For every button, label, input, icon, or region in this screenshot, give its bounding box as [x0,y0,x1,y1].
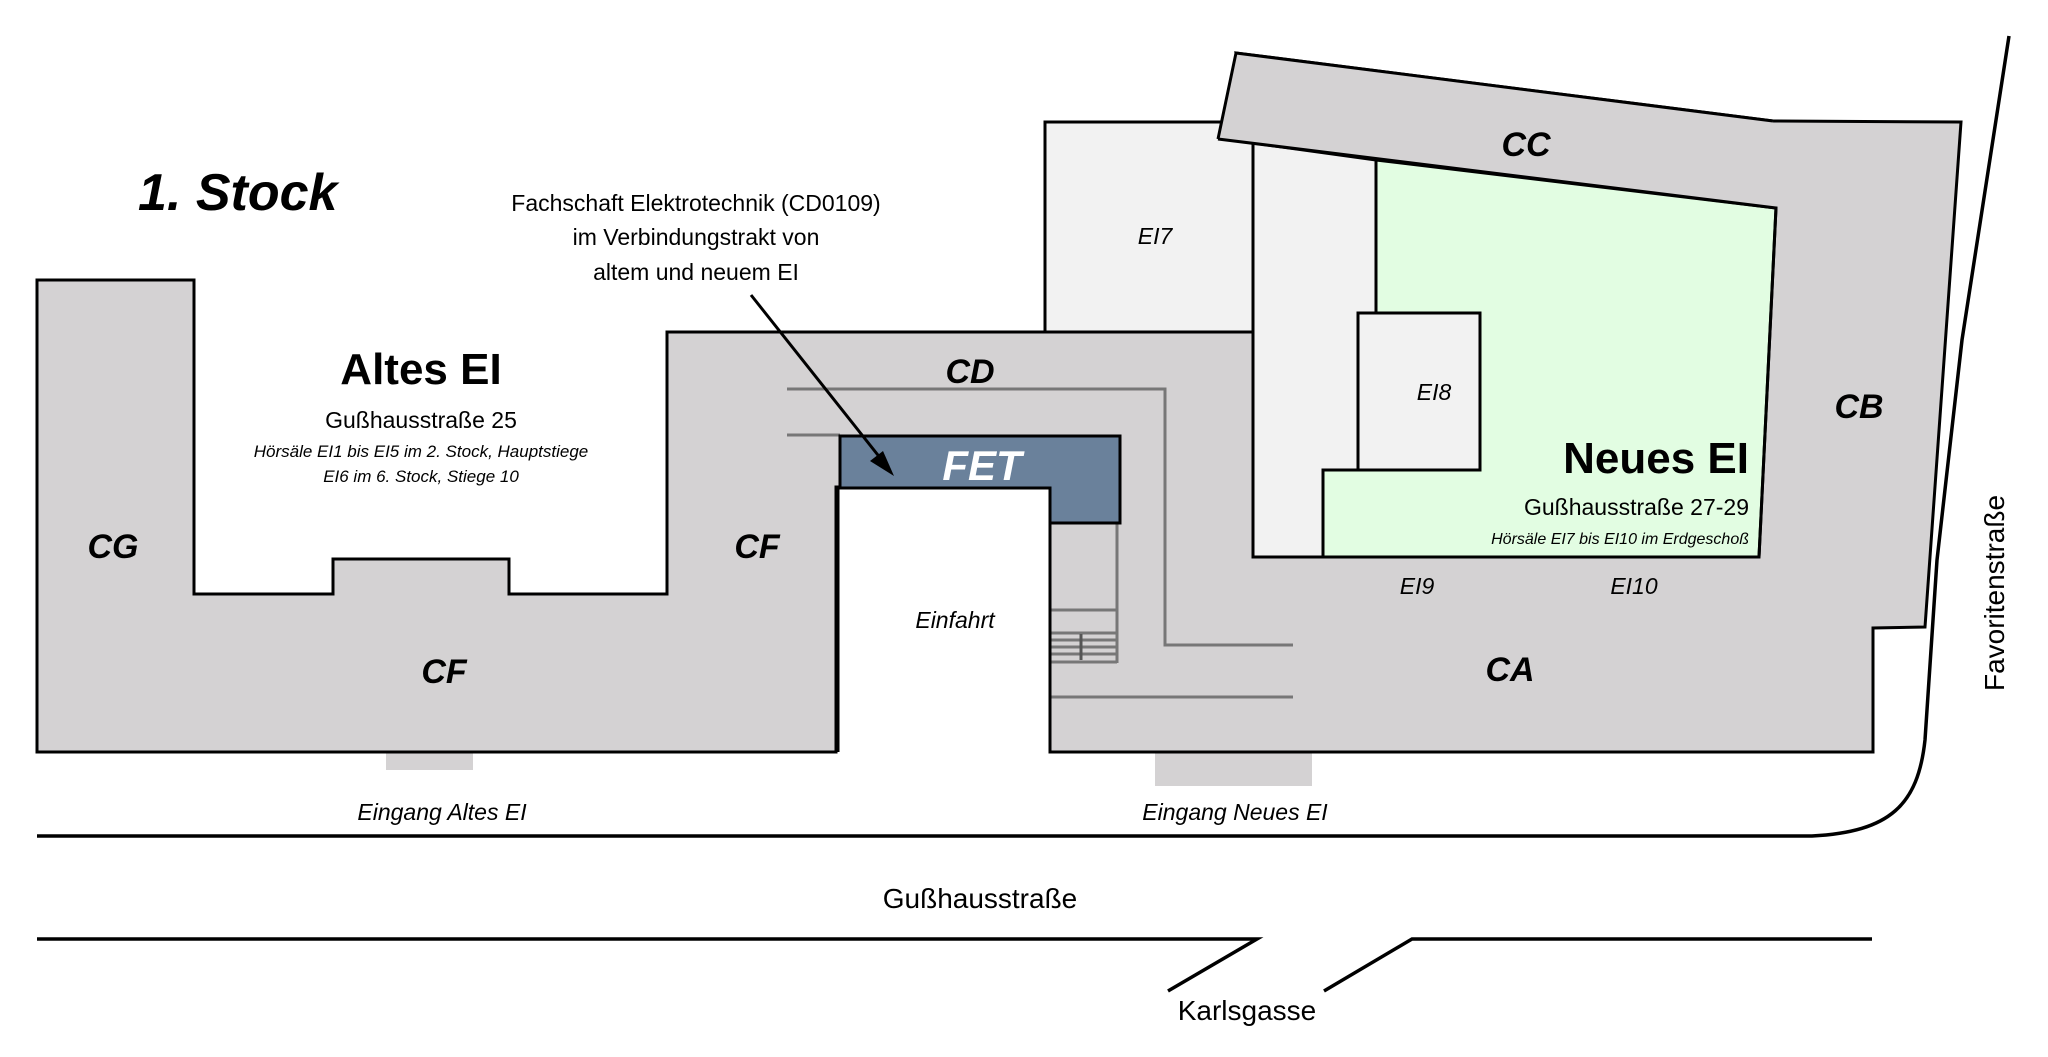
gusshausstrasse-north-curb [37,35,2011,838]
page-title: 1. Stock [138,164,340,222]
wing-label-cg[interactable]: CG [88,528,139,566]
wing-label-cd[interactable]: CD [945,353,994,391]
cb-inner-edge [1757,207,1778,558]
entrance-step-neues-ei [1155,752,1312,786]
label-eingang-altes-ei: Eingang Altes EI [357,799,527,825]
callout-text: Fachschaft Elektrotechnik (CD0109) im Ve… [511,190,880,285]
neues-ei-note: Hörsäle EI7 bis EI10 im Erdgeschoß [1491,531,1749,548]
room-label-fet[interactable]: FET [942,442,1025,489]
entrance-step-altes-ei [386,752,473,770]
altes-ei-address: Gußhausstraße 25 [325,407,517,433]
callout-line-3: altem und neuem EI [593,259,799,285]
street-label-karlsgasse: Karlsgasse [1178,995,1317,1026]
room-label-ei9[interactable]: EI9 [1400,573,1435,599]
gusshausstrasse-south-curb-east [1323,937,1872,993]
room-label-ei7[interactable]: EI7 [1138,223,1174,249]
neues-ei-title: Neues EI [1563,434,1749,483]
street-label-favoritenstrasse: Favoritenstraße [1979,495,2010,691]
altes-ei-note-1: Hörsäle EI1 bis EI5 im 2. Stock, Hauptst… [254,442,589,461]
cc-outline [1216,51,1774,140]
gusshausstrasse-south-curb-west [37,937,1264,993]
callout-line-2: im Verbindungstrakt von [573,224,820,250]
cc-inner-edge [1217,137,1777,210]
room-ei8[interactable] [1356,311,1482,472]
label-einfahrt: Einfahrt [915,607,996,633]
wing-label-ca[interactable]: CA [1485,651,1534,689]
room-label-ei10[interactable]: EI10 [1610,573,1658,599]
wing-label-cb[interactable]: CB [1834,388,1883,426]
street-label-gusshausstrasse: Gußhausstraße [883,883,1078,914]
callout-arrow [749,294,894,476]
wing-label-cf-lower[interactable]: CF [421,653,468,691]
callout-line-1: Fachschaft Elektrotechnik (CD0109) [511,190,880,216]
label-eingang-neues-ei: Eingang Neues EI [1142,799,1328,825]
neues-ei-address: Gußhausstraße 27-29 [1524,494,1749,520]
wing-label-cc[interactable]: CC [1501,126,1551,164]
wing-label-cf-upper[interactable]: CF [734,528,781,566]
streets [37,35,2011,993]
einfahrt-outline [836,486,1052,752]
staircase [1050,522,1119,664]
altes-ei-title: Altes EI [340,345,501,394]
altes-ei-note-2: EI6 im 6. Stock, Stiege 10 [323,467,519,486]
room-label-ei8[interactable]: EI8 [1417,379,1452,405]
corridor-line-upper [787,387,1293,647]
wing-cc-bar [1218,53,1776,208]
room-ei7[interactable] [1043,120,1255,334]
